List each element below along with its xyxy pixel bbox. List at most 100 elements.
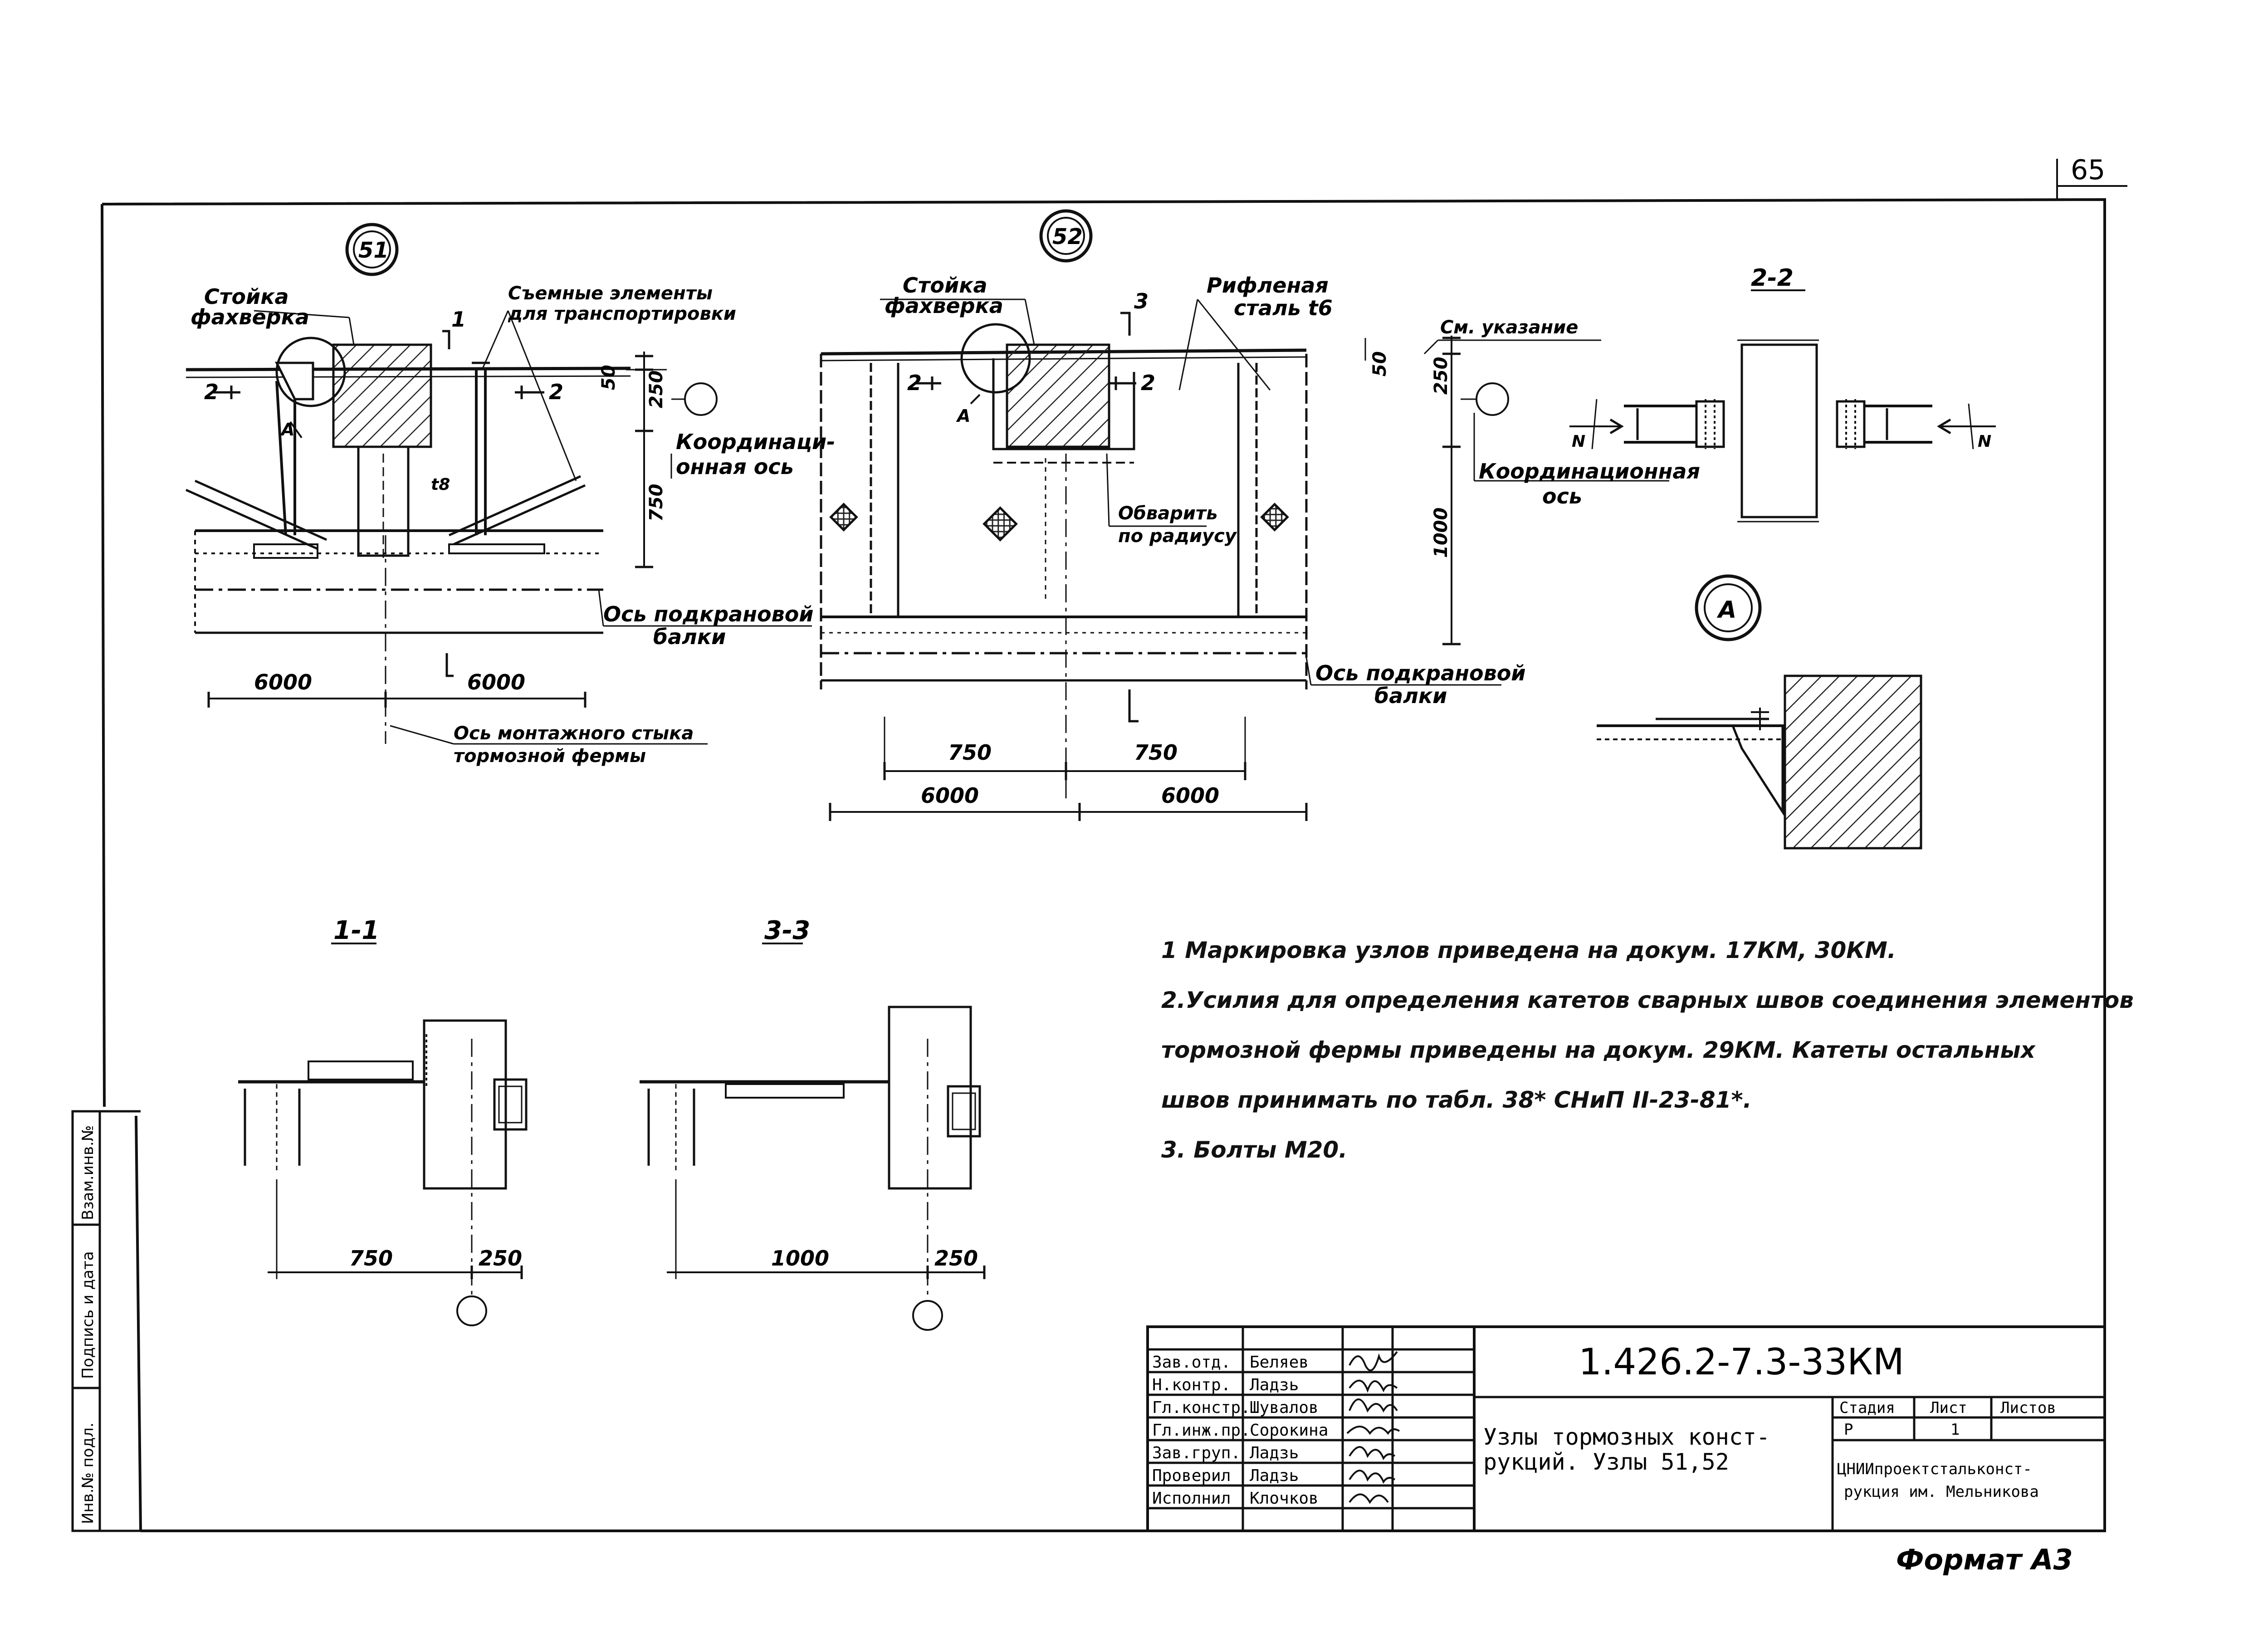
n51-dim750: 750: [646, 484, 667, 522]
n51-post-2: фахверка: [191, 305, 309, 329]
tb-doc-code: 1.426.2-7.3-33КМ: [1579, 1341, 1904, 1383]
tb-role-6: Исполнил: [1152, 1489, 1231, 1508]
n52-dim6000-right: 6000: [1161, 783, 1219, 808]
note-2: 2.Усилия для определения катетов сварных…: [1161, 987, 2134, 1013]
section-3-3: [640, 943, 986, 1331]
tb-role-3: Гл.инж.пр.: [1152, 1421, 1251, 1440]
tb-sheet-value: 1: [1950, 1421, 1960, 1439]
tb-name-3: Сорокина: [1250, 1421, 1328, 1440]
n51-t8: t8: [431, 475, 450, 494]
n52-detail-ref: А: [956, 406, 970, 426]
n51-crane-2: балки: [653, 625, 726, 649]
n52-crane-2: балки: [1374, 684, 1447, 708]
n52-dim250: 250: [1431, 357, 1452, 395]
node-51: [185, 223, 812, 745]
sheet-frame: [101, 159, 2127, 1532]
side-stamp: [71, 1110, 141, 1532]
side-stamp-inv: Инв.№ подл.: [79, 1422, 97, 1524]
section-1-1: [238, 943, 528, 1326]
tb-role-2: Гл.констр.: [1152, 1398, 1251, 1417]
n52-cut3: 3: [1134, 289, 1149, 313]
n52-coord-2: ось: [1542, 484, 1582, 508]
s11-dim250: 250: [479, 1246, 522, 1271]
tb-role-5: Проверил: [1152, 1466, 1231, 1485]
s22-force-right: N: [1978, 432, 1991, 451]
s33-title: 3-3: [764, 916, 810, 945]
side-stamp-sign: Подпись и дата: [79, 1251, 97, 1379]
n52-weld-2: по радиусу: [1118, 526, 1237, 547]
tb-name-2: Шувалов: [1250, 1398, 1319, 1417]
tb-sheet-header: Лист: [1930, 1399, 1967, 1417]
tb-org-2: рукция им. Мельникова: [1844, 1483, 2039, 1501]
n51-post-1: Стойка: [204, 284, 289, 309]
tb-name-1: Ладзь: [1250, 1376, 1299, 1394]
n51-removable-2: для транспортировки: [508, 303, 736, 324]
n52-cut2-right: 2: [1141, 371, 1155, 395]
tb-role-0: Зав.отд.: [1152, 1353, 1231, 1372]
node-52: [820, 209, 1669, 821]
general-notes: 1 Маркировка узлов приведена на докум. 1…: [1161, 925, 2134, 1175]
s11-dim750: 750: [349, 1246, 393, 1271]
n52-weld-1: Обварить: [1118, 503, 1217, 524]
n52-dim6000-left: 6000: [921, 783, 979, 808]
note-2-cont: тормозной фермы приведены на докум. 29КМ…: [1161, 1037, 2035, 1063]
n52-dim750-left: 750: [948, 740, 992, 765]
n51-dim250: 250: [646, 371, 667, 409]
tb-title-2: рукций. Узлы 51,52: [1483, 1449, 1729, 1475]
s33-dim250: 250: [934, 1246, 978, 1271]
n52-post-2: фахверка: [885, 293, 1003, 318]
side-stamp-replace: Взам.инв.№: [79, 1125, 97, 1220]
tb-name-6: Клочков: [1250, 1489, 1319, 1508]
detail-a: [1597, 574, 1922, 850]
note-2-end: швов принимать по табл. 38* СНиП II-23-8…: [1161, 1087, 1752, 1113]
s22-title: 2-2: [1751, 264, 1794, 292]
n52-coord-1: Координационная: [1479, 459, 1700, 484]
n51-cut2-left: 2: [204, 380, 219, 404]
n51-joint-2: тормозной фермы: [454, 746, 646, 767]
n51-detail-ref: А: [280, 420, 294, 440]
signatures: [1346, 1351, 1400, 1504]
n52-see-note: См. указание: [1440, 317, 1578, 338]
s22-force-left: N: [1572, 432, 1585, 451]
n51-crane-1: Ось подкрановой: [603, 602, 814, 626]
n52-cut2-left: 2: [907, 371, 922, 395]
tb-role-1: Н.контр.: [1152, 1376, 1231, 1394]
note-1: 1 Маркировка узлов приведена на докум. 1…: [1161, 937, 1896, 963]
page-number: 65: [2071, 154, 2105, 186]
n51-coord-1: Координаци-: [676, 430, 835, 454]
n51-dim6000-right: 6000: [467, 670, 525, 694]
n51-removable-1: Съемные элементы: [508, 283, 713, 304]
tb-org-1: ЦНИИпроектстальконст-: [1837, 1460, 2032, 1478]
tb-name-0: Беляев: [1250, 1353, 1309, 1372]
n52-post-1: Стойка: [903, 273, 987, 298]
n51-cut2-right: 2: [549, 380, 563, 404]
n51-joint-1: Ось монтажного стыка: [454, 723, 694, 744]
n51-dim50: 50: [598, 365, 619, 390]
tb-title-1: Узлы тормозных конст-: [1483, 1424, 1770, 1450]
tb-sheets-header: Листов: [2000, 1399, 2056, 1417]
tb-role-4: Зав.груп.: [1152, 1444, 1241, 1462]
n52-ribbed-1: Рифленая: [1207, 273, 1329, 298]
n51-dim6000-left: 6000: [254, 670, 312, 694]
n52-dim750-right: 750: [1134, 740, 1178, 765]
n52-dim1000: 1000: [1431, 508, 1452, 558]
n52-label: 52: [1052, 224, 1083, 249]
tb-name-4: Ладзь: [1250, 1444, 1299, 1462]
tb-stage-value: Р: [1844, 1421, 1853, 1439]
s11-title: 1-1: [333, 916, 379, 945]
tb-stage-header: Стадия: [1839, 1399, 1895, 1417]
n52-dim50: 50: [1369, 351, 1390, 376]
title-block: [1146, 1325, 2106, 1532]
n51-label: 51: [358, 238, 389, 263]
format-label: Формат А3: [1896, 1543, 2073, 1576]
n51-coord-2: онная ось: [676, 454, 794, 479]
s33-dim1000: 1000: [771, 1246, 829, 1271]
note-3: 3. Болты М20.: [1161, 1137, 1348, 1163]
n51-cut1: 1: [451, 307, 466, 332]
tb-name-5: Ладзь: [1250, 1466, 1299, 1485]
n52-crane-1: Ось подкрановой: [1315, 661, 1526, 685]
n52-ribbed-2: сталь t6: [1234, 296, 1333, 320]
section-2-2: [1569, 289, 1996, 523]
detail-a-label: А: [1716, 596, 1736, 624]
